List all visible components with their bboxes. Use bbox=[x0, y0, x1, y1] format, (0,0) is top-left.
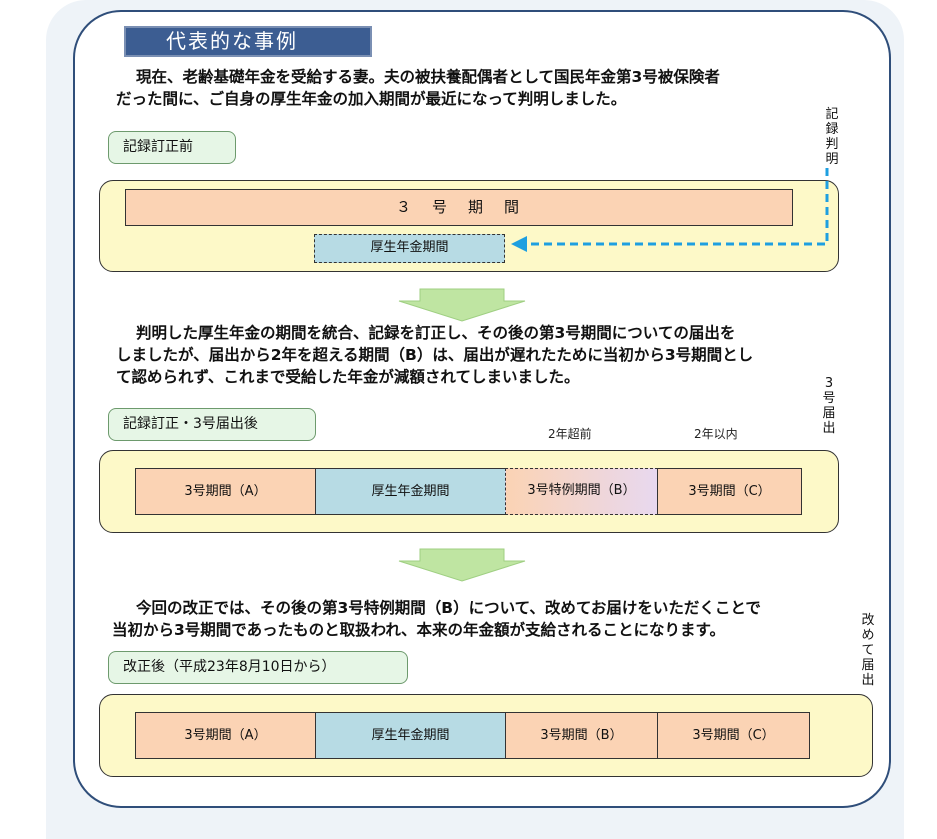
stage2-segment-c: 3号期間（C） bbox=[657, 468, 802, 515]
intro-line-1: 現在、老齢基礎年金を受給する妻。夫の被扶養配偶者として国民年金第3号被保険者 bbox=[136, 68, 720, 86]
stage3-segment-b: 3号期間（B） bbox=[505, 712, 658, 759]
closing-line-2: 当初から3号期間であったものと取扱われ、本来の年金額が支給されることになります。 bbox=[112, 621, 725, 639]
middle-line-2: しましたが、届出から2年を超える期間（B）は、届出が遅れたために当初から3号期間… bbox=[116, 346, 754, 364]
stage1-kosei-segment: 厚生年金期間 bbox=[314, 234, 505, 263]
stage2-segment-b-special: 3号特例期間（B） bbox=[505, 468, 658, 515]
stage3-label: 改正後（平成23年8月10日から） bbox=[108, 651, 408, 684]
middle-line-1: 判明した厚生年金の期間を統合、記録を訂正し、その後の第3号期間についての届出を bbox=[136, 324, 736, 342]
page-title: 代表的な事例 bbox=[124, 26, 372, 57]
intro-paragraph: 現在、老齢基礎年金を受給する妻。夫の被扶養配偶者として国民年金第3号被保険者 だ… bbox=[116, 66, 720, 110]
down-arrow-1 bbox=[398, 288, 526, 322]
stage3-segment-kosei: 厚生年金期間 bbox=[315, 712, 506, 759]
record-found-dashed-arrow bbox=[511, 168, 829, 252]
down-arrow-2 bbox=[398, 548, 526, 582]
closing-paragraph: 今回の改正では、その後の第3号特例期間（B）について、改めてお届けをいただくこと… bbox=[112, 597, 761, 641]
stage1-label: 記録訂正前 bbox=[108, 131, 236, 164]
stage1-side-note: 記録判明 bbox=[825, 107, 839, 167]
stage3-side-note: 改めて届出 bbox=[861, 613, 875, 688]
middle-paragraph: 判明した厚生年金の期間を統合、記録を訂正し、その後の第3号期間についての届出を … bbox=[116, 322, 753, 388]
brace-label-over-2y: 2年超前 bbox=[548, 427, 592, 441]
stage3-segment-c: 3号期間（C） bbox=[657, 712, 810, 759]
brace-label-within-2y: 2年以内 bbox=[694, 427, 738, 441]
middle-line-3: て認められず、これまで受給した年金が減額されてしまいました。 bbox=[116, 368, 580, 386]
stage2-segment-kosei: 厚生年金期間 bbox=[315, 468, 506, 515]
stage1-period3-bar: ３ 号 期 間 bbox=[125, 189, 793, 226]
stage2-side-note: 3号届出 bbox=[822, 376, 836, 436]
stage2-label: 記録訂正・3号届出後 bbox=[108, 408, 316, 441]
stage3-segment-a: 3号期間（A） bbox=[135, 712, 316, 759]
stage2-segment-a: 3号期間（A） bbox=[135, 468, 316, 515]
closing-line-1: 今回の改正では、その後の第3号特例期間（B）について、改めてお届けをいただくこと… bbox=[136, 599, 761, 617]
intro-line-2: だった間に、ご自身の厚生年金の加入期間が最近になって判明しました。 bbox=[116, 90, 627, 108]
